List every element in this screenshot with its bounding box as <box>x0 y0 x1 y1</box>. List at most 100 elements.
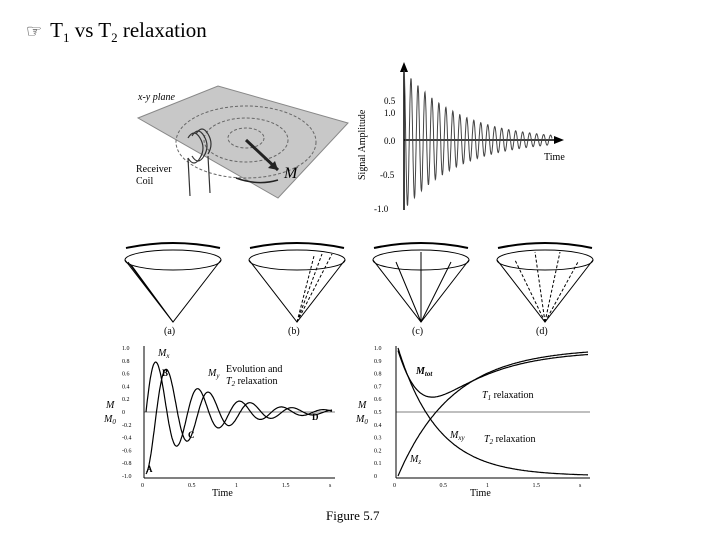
left-y-label-bottom: M0 <box>103 414 116 426</box>
fid-x-label: Time <box>544 152 565 163</box>
mtot-curve <box>397 350 589 398</box>
left-xticks-label: 0.5 <box>188 483 196 489</box>
evolution-title-1: Evolution and <box>226 364 282 375</box>
mxy-curve <box>397 347 588 476</box>
right-yticks-label: 0.2 <box>374 448 382 454</box>
coil-label-1: Receiver <box>136 164 172 175</box>
left-y-ticks: 1.0 0.8 0.6 0.4 0.2 0 -0.2 -0.4 -0.6 -0.8 -1.0 <box>122 346 132 480</box>
right-y-ticks: 1.00.90.80.70.60.50.40.30.20.10 <box>374 346 382 480</box>
right-yticks-label: 0.4 <box>374 423 382 429</box>
left-yticks-label: 0.4 <box>122 384 130 390</box>
right-xticks-label: 1 <box>486 483 489 489</box>
fid-tick-4: -0.5 <box>380 170 395 180</box>
left-yticks-label: 0.2 <box>122 397 130 403</box>
fid-tick-1: 1.0 <box>384 108 396 118</box>
coil-label-2: Coil <box>136 176 153 187</box>
cone-label-a: (a) <box>164 326 175 336</box>
rotation-arrow <box>235 177 279 184</box>
fid-y-label: Signal Amplitude <box>357 109 368 180</box>
t2-relaxation-label: T2 relaxation <box>484 434 536 446</box>
cone-c: (c) <box>372 242 470 336</box>
title-sub-1: 1 <box>62 30 70 46</box>
right-yticks-label: 0.7 <box>374 384 382 390</box>
right-yticks-label: 0.5 <box>374 410 382 416</box>
fid-tick-2: 0.5 <box>384 96 396 106</box>
plane-label: x-y plane <box>137 92 175 103</box>
fid-x-arrow <box>554 136 564 144</box>
left-yticks-label: 1.0 <box>122 346 130 352</box>
point-a-label: A <box>146 464 153 474</box>
title-end: relaxation <box>117 18 207 42</box>
vector-label: M <box>283 165 299 182</box>
slide-title: ☞ T1 vs T2 relaxation <box>26 18 207 46</box>
figure-caption: Figure 5.7 <box>326 508 380 523</box>
point-b-label: B <box>162 368 168 378</box>
mz-label: Mz <box>409 454 421 466</box>
left-xticks-label: 0 <box>141 483 144 489</box>
left-xticks-label: 1 <box>235 483 238 489</box>
fid-waveform <box>403 69 553 206</box>
right-yticks-label: 0.6 <box>374 397 382 403</box>
t1-relaxation-label: T1 relaxation <box>482 390 534 402</box>
mtot-label: Mtot <box>415 366 433 378</box>
orbit-ring-2 <box>203 117 289 163</box>
xy-plane <box>136 85 349 199</box>
evolution-graph: 1.0 0.8 0.6 0.4 0.2 0 -0.2 -0.4 -0.6 -0.8 -1.0 0 0.… <box>103 346 335 499</box>
right-yticks-label: 0.3 <box>374 436 382 442</box>
cone-label-c: (c) <box>412 326 423 336</box>
left-yticks-label: -0.2 <box>122 423 132 429</box>
cone-d: (d) <box>496 242 594 336</box>
right-x-label: Time <box>470 488 491 499</box>
right-xticks-label: 0 <box>393 483 396 489</box>
mxy-label: Mxy <box>449 430 465 442</box>
right-xticks-label: 0.5 <box>440 483 448 489</box>
point-d-label: D <box>312 412 319 422</box>
fid-tick-3: 0.0 <box>384 136 396 146</box>
fid-y-arrow <box>400 62 408 72</box>
title-sub-2: 2 <box>111 30 118 46</box>
point-c-label: C <box>188 430 195 440</box>
right-x-ticks: 0 0.5 1 1.5 s <box>393 483 582 489</box>
left-yticks-label: 0.6 <box>122 372 130 378</box>
right-yticks-label: 0.1 <box>374 461 382 467</box>
cones-row: (a) (b) (c) (d) <box>124 242 594 336</box>
orbit-ring-1 <box>227 127 265 149</box>
mx-label: Mx <box>157 348 170 360</box>
fid-tick-5: -1.0 <box>374 204 389 214</box>
left-xticks-label: s <box>329 483 332 489</box>
orbit-ring-3 <box>175 105 317 179</box>
title-text: T <box>50 18 63 42</box>
right-y-label-bottom: M0 <box>355 414 368 426</box>
vector-arrowhead <box>268 161 278 170</box>
my-curve <box>145 368 333 475</box>
receiver-coil <box>187 128 212 197</box>
my-label: My <box>207 368 220 380</box>
left-yticks-label: -1.0 <box>122 474 132 480</box>
right-yticks-label: 0 <box>374 474 377 480</box>
left-x-ticks: 0 0.5 1 1.5 s <box>141 483 332 489</box>
precession-diagram: x-y plane Receiver Coil M <box>136 85 349 199</box>
evolution-title-2: T2 relaxation <box>226 376 278 388</box>
title-mid: vs T <box>69 18 112 42</box>
left-yticks-label: -0.6 <box>122 448 132 454</box>
right-yticks-label: 0.9 <box>374 359 382 365</box>
left-x-label: Time <box>212 488 233 499</box>
right-xticks-label: 1.5 <box>533 483 541 489</box>
right-y-label-top: M <box>357 400 367 411</box>
left-y-label-top: M <box>105 400 115 411</box>
left-yticks-label: -0.4 <box>122 436 132 442</box>
right-yticks-label: 0.8 <box>374 372 382 378</box>
left-yticks-label: 0.8 <box>122 359 130 365</box>
left-xticks-label: 1.5 <box>282 483 290 489</box>
cone-a: (a) <box>124 242 222 336</box>
left-yticks-label: -0.8 <box>122 461 132 467</box>
mx-curve <box>145 361 333 447</box>
fid-signal-plot: 1.0 0.5 0.0 -0.5 -1.0 Signal Amplitude T… <box>357 62 565 214</box>
cone-label-d: (d) <box>536 326 548 336</box>
pointing-hand-icon: ☞ <box>26 21 43 42</box>
right-xticks-label: s <box>579 483 582 489</box>
mz-curve <box>397 351 589 477</box>
left-yticks-label: 0 <box>122 410 125 416</box>
cone-label-b: (b) <box>288 326 300 336</box>
